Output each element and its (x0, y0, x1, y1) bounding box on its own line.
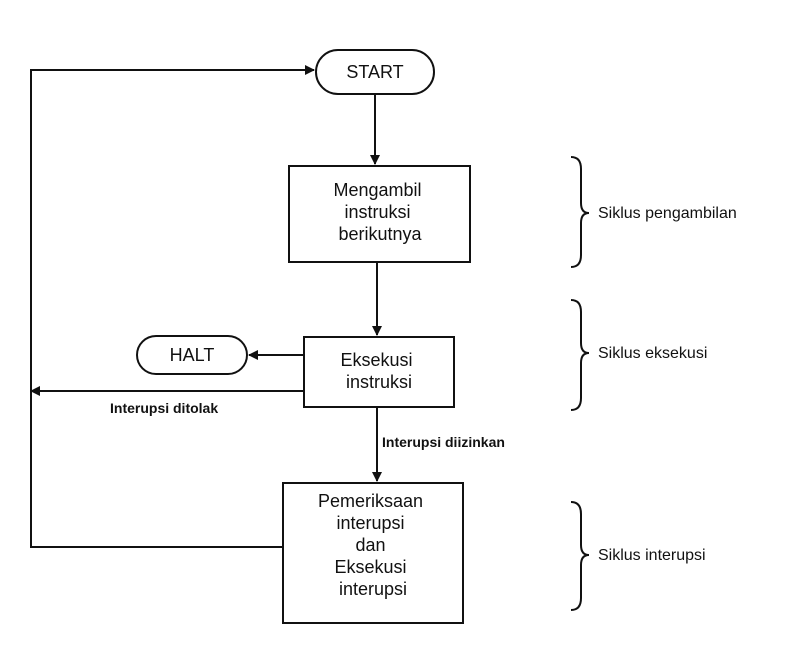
brace-fetch (570, 156, 590, 268)
fetch-line-3: berikutnya (338, 224, 422, 244)
interrupt-line-3: dan (355, 535, 385, 555)
svg-text:Eksekusi instruksi: Eksekusi instruksi (340, 350, 417, 392)
interrupt-line-4: Eksekusi (334, 557, 406, 577)
fetch-line-2: instruksi (344, 202, 410, 222)
svg-text:Mengambil instruksi: Mengambil instruksi berikutnya (333, 180, 426, 244)
execute-line-2: instruksi (346, 372, 412, 392)
interrupt-rejected-label: Interupsi ditolak (110, 400, 218, 416)
phase-fetch-label: Siklus pengambilan (598, 205, 737, 222)
brace-interrupt (570, 501, 590, 611)
svg-text:Pemeriksaan interupsi: Pemeriksaan interupsi dan Eksekusi inter… (318, 491, 428, 599)
interrupt-check-box: Pemeriksaan interupsi dan Eksekusi inter… (282, 482, 464, 624)
fetch-line-1: Mengambil (333, 180, 421, 200)
halt-label: HALT (170, 345, 215, 365)
fetch-instruction-box: Mengambil instruksi berikutnya (288, 165, 471, 263)
execute-instruction-box: Eksekusi instruksi (303, 336, 455, 408)
phase-execute-label: Siklus eksekusi (598, 345, 707, 362)
interrupt-allowed-label: Interupsi diizinkan (382, 434, 505, 450)
interrupt-line-2: interupsi (336, 513, 404, 533)
interrupt-line-5: interupsi (339, 579, 407, 599)
loop-back-to-start (30, 65, 315, 548)
interrupt-line-1: Pemeriksaan (318, 491, 423, 511)
phase-interrupt-label: Siklus interupsi (598, 547, 706, 564)
execute-line-1: Eksekusi (340, 350, 412, 370)
start-label: START (346, 62, 403, 82)
halt-node: HALT (136, 335, 248, 375)
brace-execute (570, 299, 590, 411)
start-node: START (315, 49, 435, 95)
